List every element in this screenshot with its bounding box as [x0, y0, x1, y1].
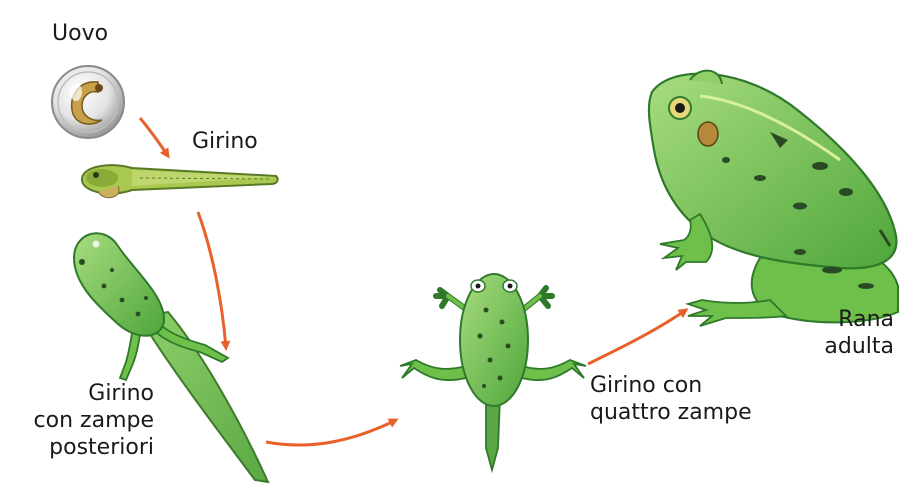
- tadpole-hind-legs-label: Girino con zampe posteriori: [4, 380, 154, 461]
- arrow-tadpole-to-hind-legs: [198, 212, 226, 348]
- label-line: Rana: [800, 306, 894, 333]
- label-line: con zampe: [4, 407, 154, 434]
- label-line: quattro zampe: [590, 399, 752, 426]
- arrow-hind-legs-to-four-legs: [266, 420, 396, 445]
- label-line: Girino con: [590, 372, 752, 399]
- egg-label: Uovo: [52, 20, 108, 47]
- tadpole-four-legs-label: Girino con quattro zampe: [590, 372, 752, 426]
- froglet-four-legs-icon: [400, 274, 586, 470]
- arrow-four-legs-to-adult: [588, 310, 686, 364]
- egg-icon: [52, 66, 124, 138]
- label-line: adulta: [800, 333, 894, 360]
- label-line: Girino: [4, 380, 154, 407]
- label-line: posteriori: [4, 434, 154, 461]
- adult-frog-icon: [649, 71, 898, 326]
- tadpole-label-text: Girino: [192, 128, 258, 155]
- egg-label-text: Uovo: [52, 20, 108, 47]
- tadpole-label: Girino: [192, 128, 258, 155]
- arrow-egg-to-tadpole: [140, 118, 168, 156]
- tadpole-icon: [82, 165, 278, 197]
- adult-frog-label: Rana adulta: [800, 306, 894, 360]
